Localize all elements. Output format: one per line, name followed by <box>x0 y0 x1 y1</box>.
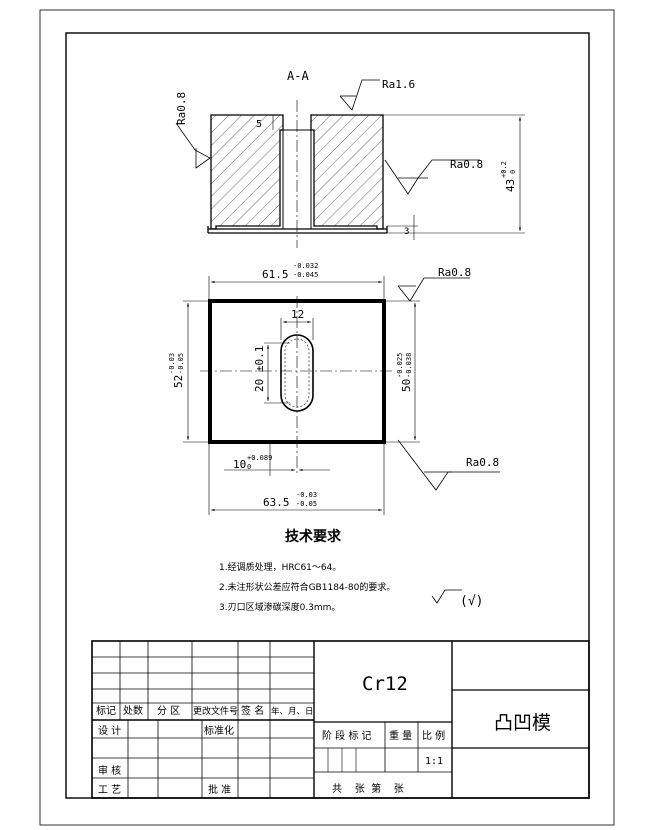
dim-top-width-tol-upper: -0.032 <box>293 262 318 270</box>
plan-view: 61.5 -0.032 -0.045 Ra0.8 12 20 ±0.1 52 -… <box>168 262 500 515</box>
tech-requirement-3: 3.刃口区域渗碳深度0.3mm。 <box>219 601 340 613</box>
tech-requirement-1: 1.经调质处理，HRC61～64。 <box>219 561 341 573</box>
dim-offset-tol-upper: +0.089 <box>247 454 272 462</box>
dim-slot-length: 20 ±0.1 <box>253 346 266 392</box>
general-surface-mark-symbol <box>431 589 462 604</box>
label-approve: 批 准 <box>208 783 231 796</box>
material: Cr12 <box>362 673 408 695</box>
dim-left-height-base: 52 <box>172 375 185 388</box>
general-surface-mark: (√) <box>460 594 483 609</box>
slot-inner <box>284 338 310 408</box>
header-date: 年、月、日 <box>271 706 314 717</box>
outer-frame <box>39 9 615 826</box>
label-process: 工 艺 <box>98 784 121 796</box>
sheet-count: 共 张 第 张 <box>332 782 404 795</box>
surface-mark-left: Ra0.8 <box>175 92 188 125</box>
dim-offset-base: 10 <box>233 458 246 471</box>
dim-height-tol-upper: +0.2 <box>500 161 508 178</box>
dim-counterbore-depth: 5 <box>256 119 262 130</box>
header-count: 处数 <box>123 704 143 717</box>
section-view: A-A 5 Ra1.6 Ra0.8 Ra0.8 <box>175 69 525 248</box>
dim-left-height-tol-upper: -0.03 <box>168 353 176 374</box>
part-name: 凸凹模 <box>494 712 551 734</box>
tech-requirements: 技术要求 1.经调质处理，HRC61～64。 2.未注形状公差应符合GB1184… <box>219 528 483 613</box>
dim-slot-width: 12 <box>291 308 304 321</box>
dim-top-width-tol-lower: -0.045 <box>293 271 318 279</box>
surface-mark-plan-top-symbol <box>397 277 470 302</box>
slot-outer <box>280 334 314 412</box>
header-marks: 标记 <box>96 705 116 717</box>
dim-bottom-width-tol-upper: -0.03 <box>296 491 317 499</box>
dim-step-height: 3 <box>404 227 409 237</box>
surface-mark-side: Ra0.8 <box>450 158 483 171</box>
title-block-text: 标记 处数 分 区 更改文件号 签 名 年、月、日 设 计 标准化 审 核 工 … <box>96 673 551 796</box>
surface-mark-plan-bottom: Ra0.8 <box>466 456 499 469</box>
tech-requirement-2: 2.未注形状公差应符合GB1184-80的要求。 <box>219 581 395 593</box>
dim-height-base: 43 <box>504 179 517 192</box>
header-zone: 分 区 <box>157 705 180 717</box>
label-weight: 重 量 <box>389 729 412 742</box>
dim-right-height-tol-lower: -0.038 <box>405 353 413 378</box>
surface-mark-top-symbol <box>339 79 380 111</box>
dim-bottom-width-tol-lower: -0.05 <box>296 500 317 508</box>
dim-bottom-width-base: 63.5 <box>263 496 290 509</box>
scale-value: 1:1 <box>425 756 443 767</box>
label-ratio: 比 例 <box>422 729 445 742</box>
dim-right-height-tol-upper: -0.025 <box>396 353 404 378</box>
section-body-right <box>310 114 384 230</box>
surface-mark-plan-top: Ra0.8 <box>438 266 471 279</box>
label-stage-mark: 阶 段 标 记 <box>322 729 372 742</box>
surface-mark-top: Ra1.6 <box>382 78 415 91</box>
dim-right-height-base: 50 <box>400 379 413 392</box>
section-label: A-A <box>287 69 309 83</box>
section-body-left <box>210 114 284 230</box>
dim-top-width-base: 61.5 <box>262 268 289 281</box>
tech-requirements-title: 技术要求 <box>285 528 342 545</box>
header-doc: 更改文件号 <box>193 705 238 717</box>
title-block <box>91 640 590 799</box>
label-design: 设 计 <box>98 724 121 737</box>
label-review: 审 核 <box>98 764 121 777</box>
dim-height-tol-lower: 0 <box>509 170 517 174</box>
header-sign: 签 名 <box>241 704 264 717</box>
surface-mark-left-symbol <box>175 122 211 169</box>
dim-offset-tol-lower: 0 <box>247 463 251 471</box>
label-standardize: 标准化 <box>204 724 234 737</box>
dim-left-height-tol-lower: -0.05 <box>177 353 185 374</box>
